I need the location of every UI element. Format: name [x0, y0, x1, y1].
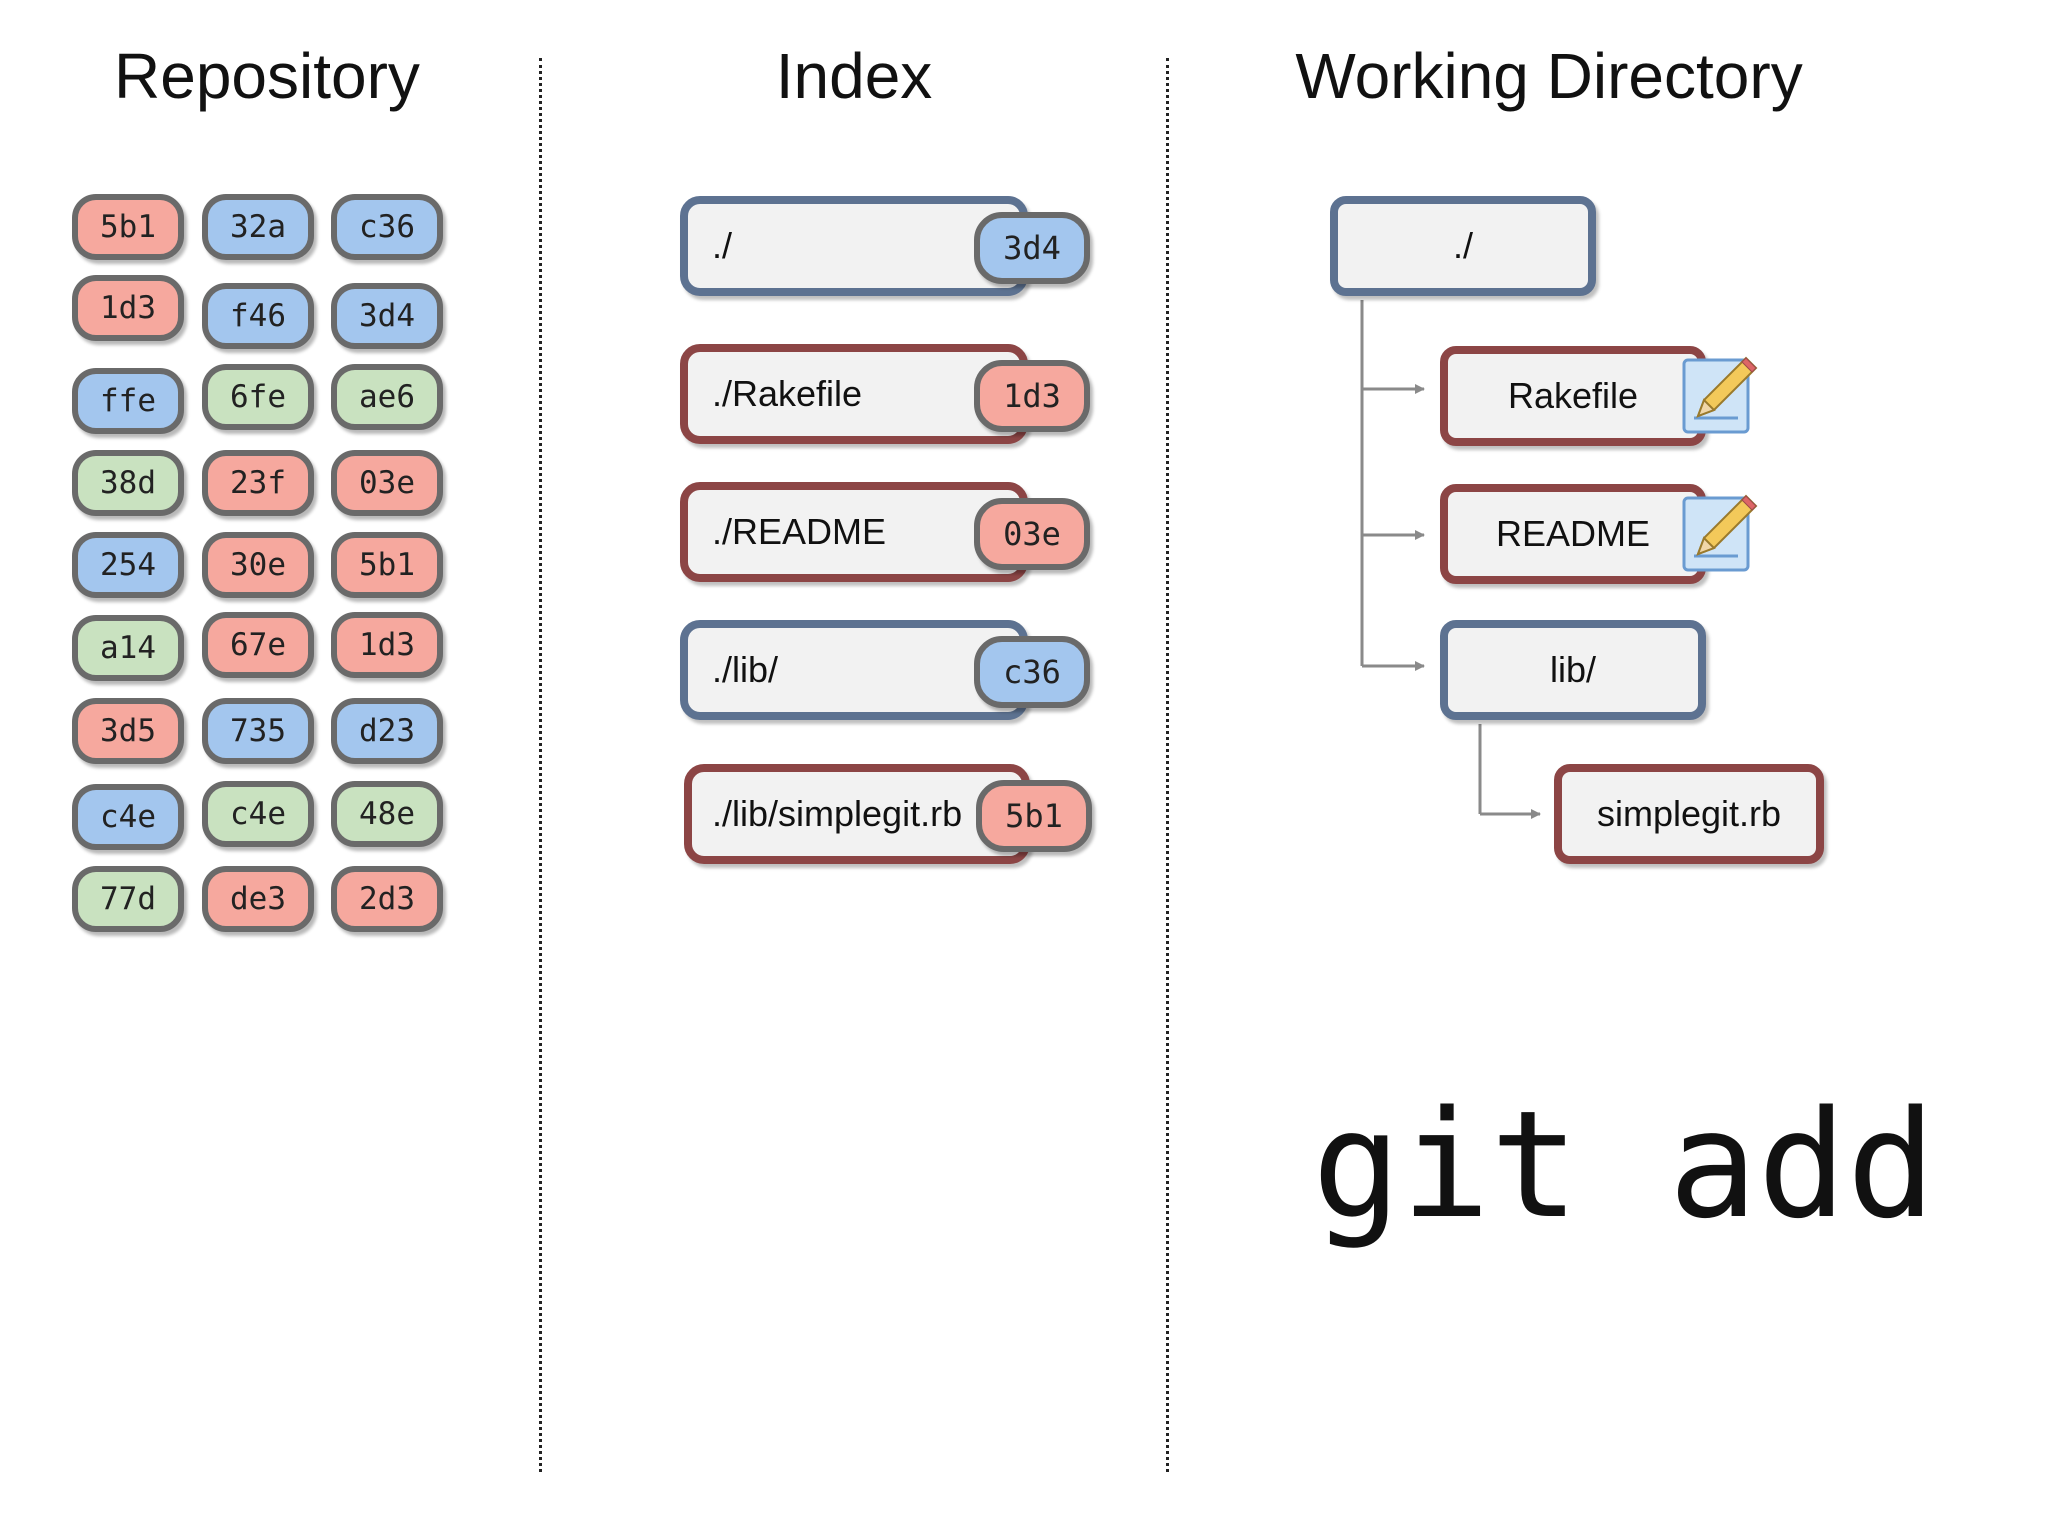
repo-object: 38d [72, 450, 184, 516]
pencil-edit-icon [1682, 494, 1758, 572]
repo-object: 48e [331, 781, 443, 847]
index-entry-path: ./lib/ [712, 649, 779, 690]
repo-object: 5b1 [331, 532, 443, 598]
repo-object: 5b1 [72, 194, 184, 260]
repository-heading: Repository [114, 40, 420, 112]
wd-root-folder: ./ [1330, 196, 1596, 296]
repo-object: c36 [331, 194, 443, 260]
index-entry-path: ./Rakefile [712, 373, 863, 414]
index-entry-sha: 3d4 [974, 212, 1090, 284]
wd-readme: README [1440, 484, 1706, 584]
wd-rakefile: Rakefile [1440, 346, 1706, 446]
index-heading: Index [775, 40, 933, 112]
working-directory-heading: Working Directory [1295, 40, 1803, 112]
repo-object: 6fe [202, 364, 314, 430]
repo-object: 23f [202, 450, 314, 516]
repo-object: 32a [202, 194, 314, 260]
pencil-edit-icon [1682, 356, 1758, 434]
index-entry-lib: ./lib/ c36 [680, 620, 1090, 720]
repo-object: 03e [331, 450, 443, 516]
index-entry-sha: c36 [974, 636, 1090, 708]
column-divider-right [1166, 58, 1169, 1472]
index-entry-root: ./ 3d4 [680, 196, 1090, 296]
repo-object: a14 [72, 615, 184, 681]
git-command-caption: git add [1312, 1079, 1936, 1251]
column-divider-left [539, 58, 542, 1472]
repo-object: 2d3 [331, 866, 443, 932]
index-entry-path: ./lib/simplegit.rb [712, 793, 963, 834]
repo-object: c4e [202, 781, 314, 847]
repo-object: 77d [72, 866, 184, 932]
repo-object: f46 [202, 283, 314, 349]
repo-object: d23 [331, 698, 443, 764]
index-entry-readme: ./README 03e [680, 482, 1090, 582]
repo-object: 30e [202, 532, 314, 598]
index-entry-simplegit: ./lib/simplegit.rb 5b1 [684, 764, 1092, 864]
repo-object: 254 [72, 532, 184, 598]
index-entry-sha: 1d3 [974, 360, 1090, 432]
repo-object: 67e [202, 612, 314, 678]
index-entry-path: ./README [712, 511, 887, 552]
repo-object: ae6 [331, 364, 443, 430]
repo-object: c4e [72, 784, 184, 850]
repo-object: 735 [202, 698, 314, 764]
index-entry-rakefile: ./Rakefile 1d3 [680, 344, 1090, 444]
wd-lib-folder: lib/ [1440, 620, 1706, 720]
index-entry-sha: 5b1 [976, 780, 1092, 852]
repo-object: ffe [72, 368, 184, 434]
repo-object: 1d3 [72, 275, 184, 341]
repo-object: 3d5 [72, 698, 184, 764]
index-entry-path: ./ [712, 225, 733, 266]
wd-simplegit: simplegit.rb [1554, 764, 1824, 864]
repo-object: 3d4 [331, 283, 443, 349]
repo-object: de3 [202, 866, 314, 932]
repo-object: 1d3 [331, 612, 443, 678]
index-entry-sha: 03e [974, 498, 1090, 570]
